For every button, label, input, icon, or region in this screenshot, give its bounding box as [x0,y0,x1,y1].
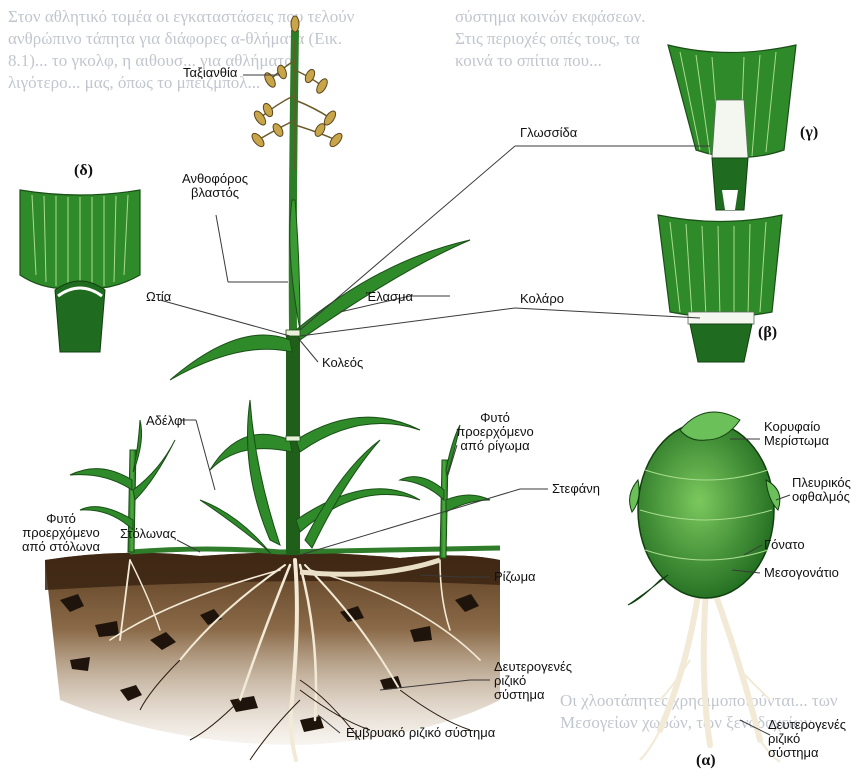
label-rhizome-plant: Φυτό προερχόμενο από ρίγωμα [440,411,550,453]
panel-label-beta: (β) [758,324,777,342]
panel-gamma-detail [668,45,796,210]
panel-label-delta: (δ) [74,162,93,180]
label-node: Γόνατο [764,538,805,552]
label-internode: Μεσογονάτιο [764,566,839,580]
label-secondary-root: Δευτερογενές ριζικό σύστημα [494,660,572,702]
label-secondary-root-line3: σύστημα [494,688,572,702]
panel-label-gamma: (γ) [800,124,818,142]
label-secondary-root-line2: ριζικό [494,674,572,688]
panel-label-alpha: (α) [696,752,716,770]
label-stolon: Στόλωνας [120,527,176,541]
label-crown: Στεφάνη [552,482,600,496]
label-inflorescence: Ταξιανθία [183,66,237,80]
label-lateral-bud-line2: οφθαλμός [792,490,851,504]
label-rhizome: Ρίζωμα [494,570,536,584]
label-embryonic-root: Εμβρυακό ριζικό σύστημα [346,726,495,740]
label-crown-secondary-line1: Δευτερογενές [768,718,846,732]
label-rhizome-plant-line2: προερχόμενο [440,425,550,439]
label-rhizome-plant-line1: Φυτό [440,411,550,425]
label-collar: Κολάρο [520,292,564,306]
label-crown-secondary-line2: ριζικό [768,732,846,746]
label-crown-secondary-root: Δευτερογενές ριζικό σύστημα [768,718,846,760]
label-blade: Έλασμα [366,290,413,304]
panel-delta-detail [20,190,140,352]
label-flowering-stem-line2: βλαστός [160,186,270,200]
label-stolon-plant-line3: από στόλωνα [6,540,116,554]
label-secondary-root-line1: Δευτερογενές [494,660,572,674]
label-tiller: Αδέλφι [146,414,185,428]
label-ligule: Γλωσσίδα [520,126,577,140]
panel-alpha-crown [628,412,780,762]
label-flowering-stem-line1: Ανθοφόρος [160,172,270,186]
label-apical-meristem: Κορυφαίο Μερίστωμα [764,420,829,448]
label-stolon-plant: Φυτό προερχόμενο από στόλωνα [6,512,116,554]
label-apical-meristem-line1: Κορυφαίο [764,420,829,434]
label-stolon-plant-line2: προερχόμενο [6,526,116,540]
label-lateral-bud: Πλευρικός οφθαλμός [792,476,851,504]
label-lateral-bud-line1: Πλευρικός [792,476,851,490]
label-crown-secondary-line3: σύστημα [768,746,846,760]
main-plant [170,16,470,555]
label-stolon-plant-line1: Φυτό [6,512,116,526]
label-auricle: Ωτία [146,290,171,304]
soil-layer [45,552,500,745]
label-rhizome-plant-line3: από ρίγωμα [440,439,550,453]
label-flowering-stem: Ανθοφόρος βλαστός [160,172,270,200]
label-sheath: Κολεός [322,356,363,370]
label-apical-meristem-line2: Μερίστωμα [764,434,829,448]
